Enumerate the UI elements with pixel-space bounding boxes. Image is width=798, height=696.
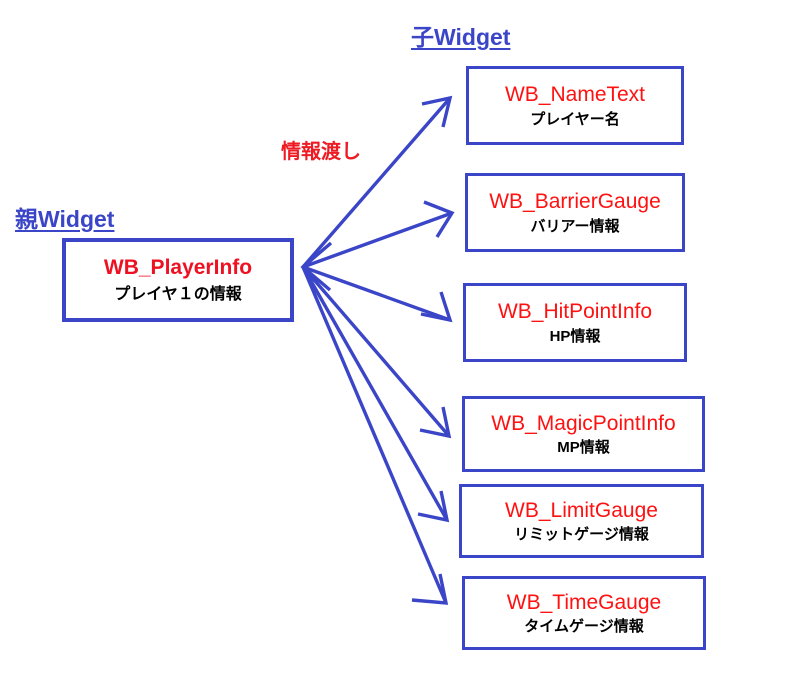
widget-subtitle: リミットゲージ情報 — [514, 526, 649, 544]
connector-line-5 — [301, 266, 449, 521]
widget-box-time-gauge[interactable]: WB_TimeGauge タイムゲージ情報 — [462, 576, 706, 650]
connector-line-3 — [302, 265, 451, 322]
widget-subtitle: プレイヤー名 — [530, 110, 620, 128]
widget-subtitle: プレイヤ１の情報 — [114, 286, 242, 304]
arrowhead-6 — [411, 573, 449, 605]
widget-title: WB_LimitGauge — [505, 498, 658, 522]
child-section-label: 子Widget — [411, 24, 511, 50]
parent-section-label: 親Widget — [15, 206, 115, 232]
widget-subtitle: バリアー情報 — [530, 217, 620, 235]
connector-line-6 — [301, 266, 448, 604]
widget-title: WB_HitPointInfo — [497, 300, 653, 324]
widget-subtitle: HP情報 — [549, 327, 601, 345]
arrowhead-4 — [419, 406, 452, 439]
widget-title: WB_MagicPointInfo — [491, 411, 676, 435]
widget-box-limit-gauge[interactable]: WB_LimitGauge リミットゲージ情報 — [459, 484, 704, 558]
widget-title: WB_NameText — [504, 83, 646, 107]
connector-line-2 — [302, 211, 453, 269]
flow-annotation-label: 情報渡し — [281, 141, 361, 163]
widget-title: WB_BarrierGauge — [489, 190, 661, 214]
connector-line-1 — [301, 96, 452, 269]
widget-box-parent[interactable]: WB_PlayerInfo プレイヤ１の情報 — [62, 238, 294, 322]
widget-title: WB_PlayerInfo — [103, 255, 253, 279]
widget-subtitle: タイムゲージ情報 — [524, 618, 644, 636]
arrowhead-1 — [421, 95, 453, 128]
arrowhead-5 — [417, 490, 450, 523]
widget-box-name-text[interactable]: WB_NameText プレイヤー名 — [466, 66, 684, 145]
widget-box-hit-point-info[interactable]: WB_HitPointInfo HP情報 — [463, 283, 687, 362]
widget-subtitle: MP情報 — [557, 439, 610, 457]
widget-box-magic-point-info[interactable]: WB_MagicPointInfo MP情報 — [462, 396, 705, 472]
widget-box-barrier-gauge[interactable]: WB_BarrierGauge バリアー情報 — [465, 173, 685, 252]
arrowhead-2 — [423, 200, 455, 238]
arrowhead-origin — [300, 241, 333, 292]
connector-line-4 — [301, 265, 451, 438]
widget-title: WB_TimeGauge — [506, 590, 662, 614]
arrowhead-3 — [420, 291, 453, 323]
